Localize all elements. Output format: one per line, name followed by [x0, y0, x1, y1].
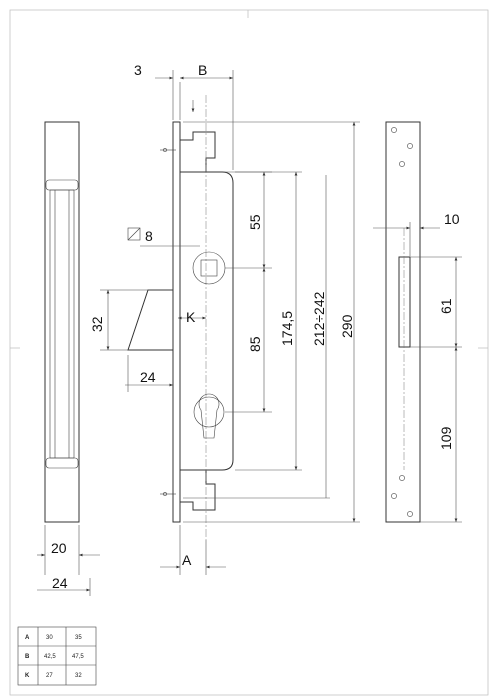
dim-10-label: 10 — [444, 211, 460, 227]
table-row-k-v2: 32 — [75, 673, 82, 679]
table-row-b-label: B — [25, 654, 30, 660]
table-row-b-v2: 47,5 — [72, 654, 84, 660]
table-row-a-label: A — [25, 635, 30, 641]
dim-212-label: 212÷242 — [311, 291, 327, 346]
size-table — [17, 626, 97, 686]
front-plate-view — [37, 121, 100, 596]
table-row-a-v2: 35 — [75, 635, 82, 641]
dim-20-label: 20 — [51, 540, 67, 556]
dim-55-label: 55 — [247, 214, 263, 230]
drawing-frame — [9, 9, 489, 696]
table-row-a-v1: 30 — [46, 635, 53, 641]
dim-K-label: K — [186, 309, 196, 325]
lock-body-view — [100, 70, 360, 575]
dim-B-label: B — [198, 62, 207, 78]
table-row-k-v1: 27 — [46, 673, 53, 679]
dim-24-front-label: 24 — [52, 575, 68, 591]
dim-8-label: 8 — [145, 228, 153, 244]
dim-3-label: 3 — [134, 62, 142, 78]
table-row-b-v1: 42,5 — [44, 654, 56, 660]
dim-85-label: 85 — [247, 336, 263, 352]
dim-61-label: 61 — [438, 298, 454, 314]
dim-290-label: 290 — [339, 314, 355, 338]
dim-32-label: 32 — [89, 316, 105, 332]
dim-A-label: A — [182, 552, 192, 568]
dim-24-bolt-label: 24 — [140, 369, 156, 385]
dim-109-label: 109 — [438, 426, 454, 450]
table-row-k-label: K — [25, 673, 30, 679]
dim-174-label: 174,5 — [279, 311, 295, 346]
strike-plate-view — [373, 121, 462, 523]
